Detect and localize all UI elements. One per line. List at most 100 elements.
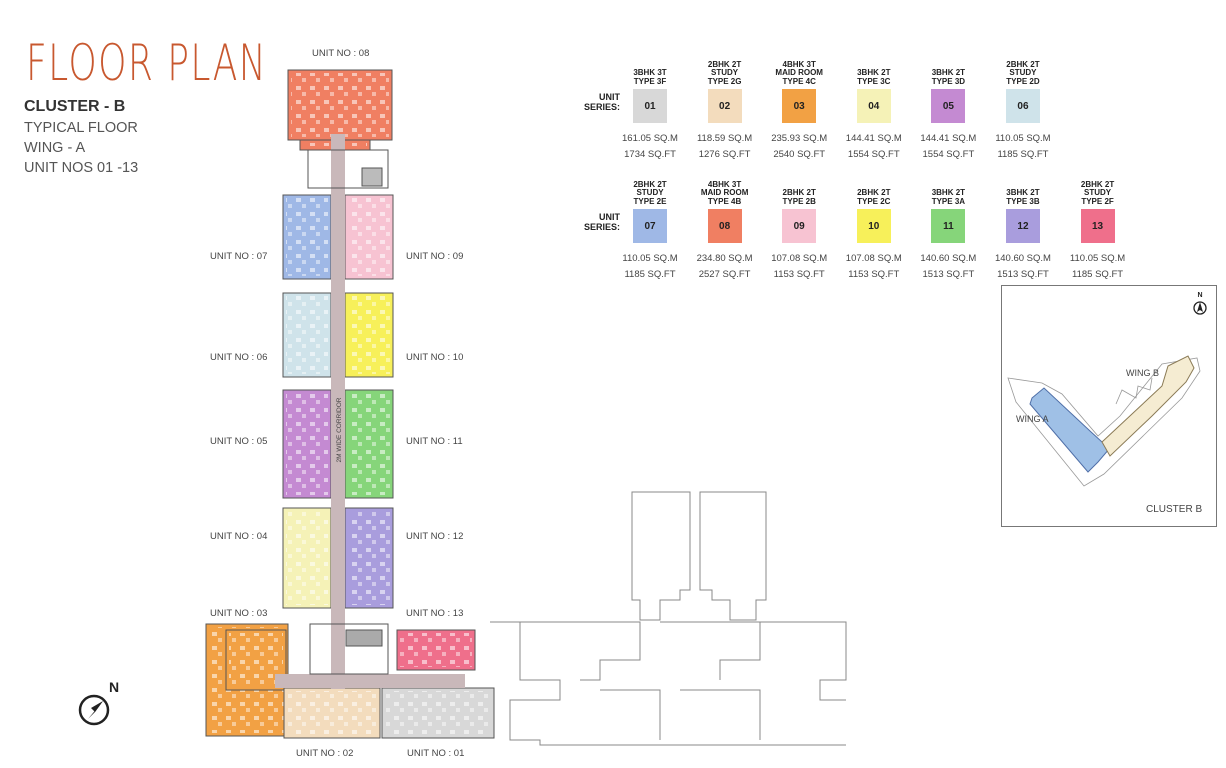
unit-label-01: UNIT NO : 01 bbox=[407, 748, 465, 759]
unit-range: UNIT NOS 01 -13 bbox=[24, 160, 139, 176]
key-wing-a bbox=[1029, 387, 1111, 473]
unit-label-03: UNIT NO : 03 bbox=[210, 608, 268, 619]
unit-color-swatch: 07 bbox=[633, 209, 667, 243]
unit-label-12: UNIT NO : 12 bbox=[406, 531, 464, 542]
page-title: FLOOR PLAN bbox=[26, 34, 268, 92]
unit-block-12[interactable] bbox=[344, 507, 394, 609]
key-wing-b-label: WING B bbox=[1126, 368, 1159, 378]
wing-name: WING - A bbox=[24, 140, 86, 156]
unit-area-sqm: 161.05 SQ.M bbox=[622, 133, 678, 144]
unit-area-sqm: 234.80 SQ.M bbox=[696, 253, 753, 264]
unit-color-swatch: 13 bbox=[1080, 209, 1115, 243]
unit-label-07: UNIT NO : 07 bbox=[210, 251, 268, 262]
unit-color-swatch: 06 bbox=[1005, 89, 1040, 123]
key-wing-b bbox=[1101, 355, 1195, 457]
unit-area-sqm: 140.60 SQ.M bbox=[994, 253, 1051, 264]
unit-area-sqft: 1513 SQ.FT bbox=[997, 269, 1049, 280]
unit-color-swatch: 09 bbox=[782, 209, 817, 243]
unit-block-09[interactable] bbox=[344, 194, 394, 280]
unit-label-10: UNIT NO : 10 bbox=[406, 352, 464, 363]
unit-color-swatch: 04 bbox=[856, 89, 891, 123]
unit-area-sqft: 1153 SQ.FT bbox=[773, 269, 825, 280]
corridor bbox=[331, 134, 345, 689]
unit-area-sqft: 1734 SQ.FT bbox=[624, 149, 676, 160]
unit-label-13: UNIT NO : 13 bbox=[406, 608, 464, 619]
key-plan: N WING A WING B CLUSTER B bbox=[1001, 285, 1217, 527]
unit-block-05[interactable] bbox=[282, 389, 332, 499]
unit-area-sqft: 1276 SQ.FT bbox=[698, 149, 751, 160]
key-plan-drawing: N bbox=[1007, 292, 1207, 487]
unit-area-sqft: 1153 SQ.FT bbox=[848, 269, 900, 280]
unit-label-11: UNIT NO : 11 bbox=[406, 436, 463, 447]
unit-block-08[interactable] bbox=[287, 69, 393, 151]
unit-block-01[interactable] bbox=[381, 687, 495, 739]
unit-area-sqm: 107.08 SQ.M bbox=[845, 253, 902, 264]
unit-label-08: UNIT NO : 08 bbox=[312, 48, 370, 59]
lift-core-bottom bbox=[309, 623, 389, 675]
unit-color-swatch: 03 bbox=[782, 89, 817, 123]
unit-color-swatch: 01 bbox=[633, 89, 667, 123]
unit-color-swatch: 12 bbox=[1005, 209, 1040, 243]
unit-block-06[interactable] bbox=[282, 292, 332, 378]
unit-block-10[interactable] bbox=[344, 292, 394, 378]
unit-block-13[interactable] bbox=[396, 629, 476, 671]
unit-area-sqft: 1554 SQ.FT bbox=[847, 149, 900, 160]
unit-area-sqft: 1554 SQ.FT bbox=[922, 149, 975, 160]
unit-series-label-row1: UNIT SERIES: bbox=[583, 92, 620, 112]
corridor-horizontal bbox=[275, 674, 465, 688]
unit-label-09: UNIT NO : 09 bbox=[406, 251, 464, 262]
unit-area-sqm: 140.60 SQ.M bbox=[920, 253, 977, 264]
stair-top bbox=[361, 167, 383, 187]
unit-series-label-row2: UNIT SERIES: bbox=[583, 212, 620, 232]
stair-bottom bbox=[345, 629, 383, 647]
unit-label-05: UNIT NO : 05 bbox=[210, 436, 268, 447]
unit-block-02[interactable] bbox=[283, 687, 381, 739]
unit-color-swatch: 10 bbox=[856, 209, 891, 243]
unit-block-07[interactable] bbox=[282, 194, 332, 280]
corridor-label: 2M WIDE CORRIDOR bbox=[336, 397, 343, 462]
unit-area-sqft: 1185 SQ.FT bbox=[1072, 269, 1124, 280]
north-compass-icon: N bbox=[78, 679, 119, 726]
unit-area-sqm: 144.41 SQ.M bbox=[920, 133, 977, 144]
key-cluster-label: CLUSTER B bbox=[1146, 504, 1203, 515]
north-label: N bbox=[109, 679, 119, 695]
unit-area-sqm: 110.05 SQ.M bbox=[995, 133, 1051, 144]
floor-name: TYPICAL FLOOR bbox=[24, 120, 138, 136]
cluster-name: CLUSTER - B bbox=[24, 98, 126, 115]
unit-label-02: UNIT NO : 02 bbox=[296, 748, 354, 759]
unit-block-04[interactable] bbox=[282, 507, 332, 609]
unit-area-sqft: 1185 SQ.FT bbox=[624, 269, 676, 280]
unit-block-03[interactable] bbox=[205, 623, 289, 737]
lift-core-top bbox=[307, 149, 389, 189]
unit-area-sqm: 144.41 SQ.M bbox=[845, 133, 902, 144]
unit-color-swatch: 08 bbox=[707, 209, 742, 243]
unit-area-sqm: 118.59 SQ.M bbox=[696, 133, 753, 144]
unit-block-11[interactable] bbox=[344, 389, 394, 499]
unit-color-swatch: 05 bbox=[931, 89, 966, 123]
unit-area-sqft: 1185 SQ.FT bbox=[997, 149, 1049, 160]
unit-area-sqft: 2527 SQ.FT bbox=[698, 269, 751, 280]
key-north-label: N bbox=[1197, 292, 1202, 299]
